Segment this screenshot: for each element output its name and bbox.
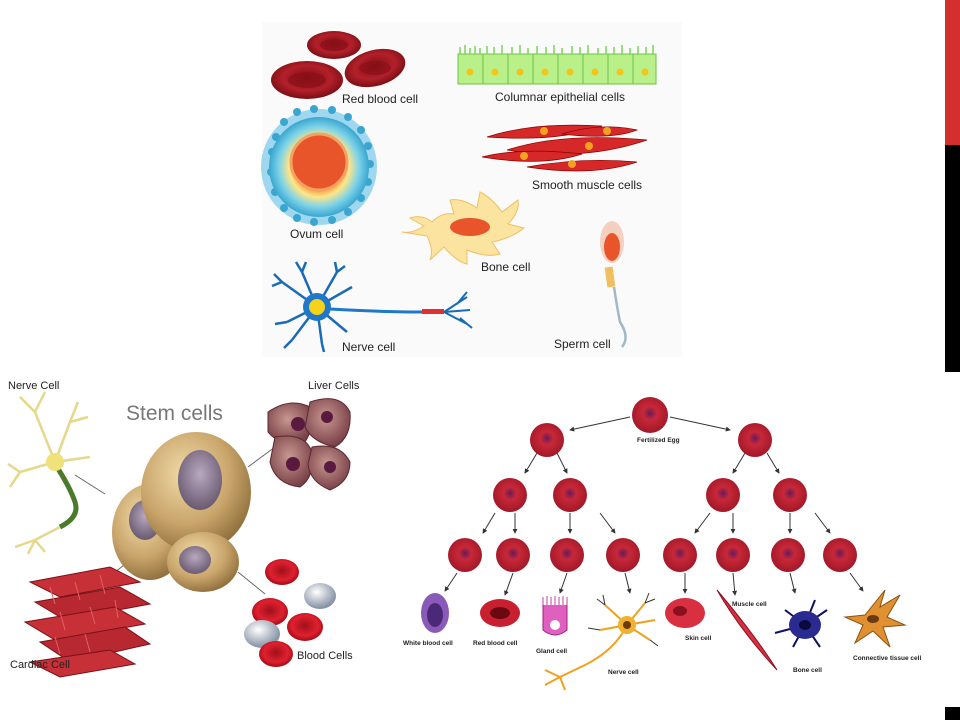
cell-types-drawing	[261, 31, 657, 353]
red-blood-cell-label: Red blood cell	[473, 640, 518, 647]
muscle-cell-label: Muscle cell	[732, 601, 767, 608]
smooth-muscle-label: Smooth muscle cells	[532, 178, 643, 192]
white-blood-cell-label: White blood cell	[403, 640, 453, 647]
edge-black-bar	[945, 145, 960, 372]
nerve-cell-tree-label: Nerve cell	[608, 669, 639, 676]
differentiation-tree-drawing	[421, 397, 907, 691]
gland-cell-icon	[542, 596, 568, 636]
connective-tissue-cell-icon	[843, 589, 907, 648]
smooth-muscle-cells-icon	[481, 124, 648, 172]
cell-differentiation-tree: Fertilized Egg White blood cell Red bloo…	[395, 385, 945, 695]
stem-cells-title: Stem cells	[126, 402, 223, 425]
nerve-cell-tree-icon	[544, 592, 659, 691]
gland-cell-label: Gland cell	[536, 648, 568, 655]
stem-cells-illustration: Nerve Cell Stem cells Liver Cells Cardia…	[0, 372, 380, 682]
blood-cells-icon	[244, 559, 336, 667]
level-three-cells-icon	[448, 538, 857, 572]
cell-types-illustration: Red blood cell Columnar epithelial cells…	[261, 22, 682, 357]
level-one-cells-icon	[530, 423, 772, 457]
edge-black-mark	[945, 707, 960, 720]
fertilized-egg-label: Fertilized Egg	[637, 437, 680, 444]
liver-cells-icon	[267, 398, 351, 491]
level-two-cells-icon	[493, 478, 807, 512]
stem-nerve-cell-label: Nerve Cell	[8, 380, 60, 392]
bone-cell-tree-icon	[774, 599, 828, 648]
ovum-cell-icon	[261, 105, 377, 226]
columnar-epithelial-label: Columnar epithelial cells	[495, 90, 626, 104]
sperm-cell-icon	[600, 221, 627, 348]
muscle-cell-icon	[716, 589, 778, 671]
blood-cells-label: Blood Cells	[297, 650, 353, 662]
sperm-cell-label: Sperm cell	[554, 337, 611, 351]
stem-cell-cluster-icon	[112, 432, 251, 592]
red-blood-cells-icon	[271, 31, 406, 99]
bone-cell-label: Bone cell	[481, 260, 531, 274]
connective-tissue-label: Connective tissue cell	[853, 655, 922, 662]
bone-cell-tree-label: Bone cell	[793, 667, 822, 674]
cardiac-cell-icon	[23, 566, 152, 678]
nerve-cell-label: Nerve cell	[342, 340, 396, 354]
skin-cell-icon	[665, 598, 705, 628]
stem-nerve-cell-icon	[7, 391, 91, 555]
columnar-epithelial-icon	[457, 45, 657, 85]
liver-cells-label: Liver Cells	[308, 380, 360, 392]
bone-cell-icon	[401, 191, 526, 265]
cardiac-cell-label: Cardiac Cell	[10, 659, 70, 671]
red-blood-cell-icon	[480, 599, 520, 627]
stem-cells-drawing	[7, 391, 351, 678]
skin-cell-label: Skin cell	[685, 635, 712, 642]
red-blood-cell-label: Red blood cell	[342, 92, 419, 106]
edge-accent-red-bar	[945, 0, 960, 145]
fertilized-egg-icon	[632, 397, 668, 433]
white-blood-cell-icon	[421, 593, 449, 633]
ovum-cell-label: Ovum cell	[290, 227, 344, 241]
nerve-cell-icon	[271, 261, 473, 353]
